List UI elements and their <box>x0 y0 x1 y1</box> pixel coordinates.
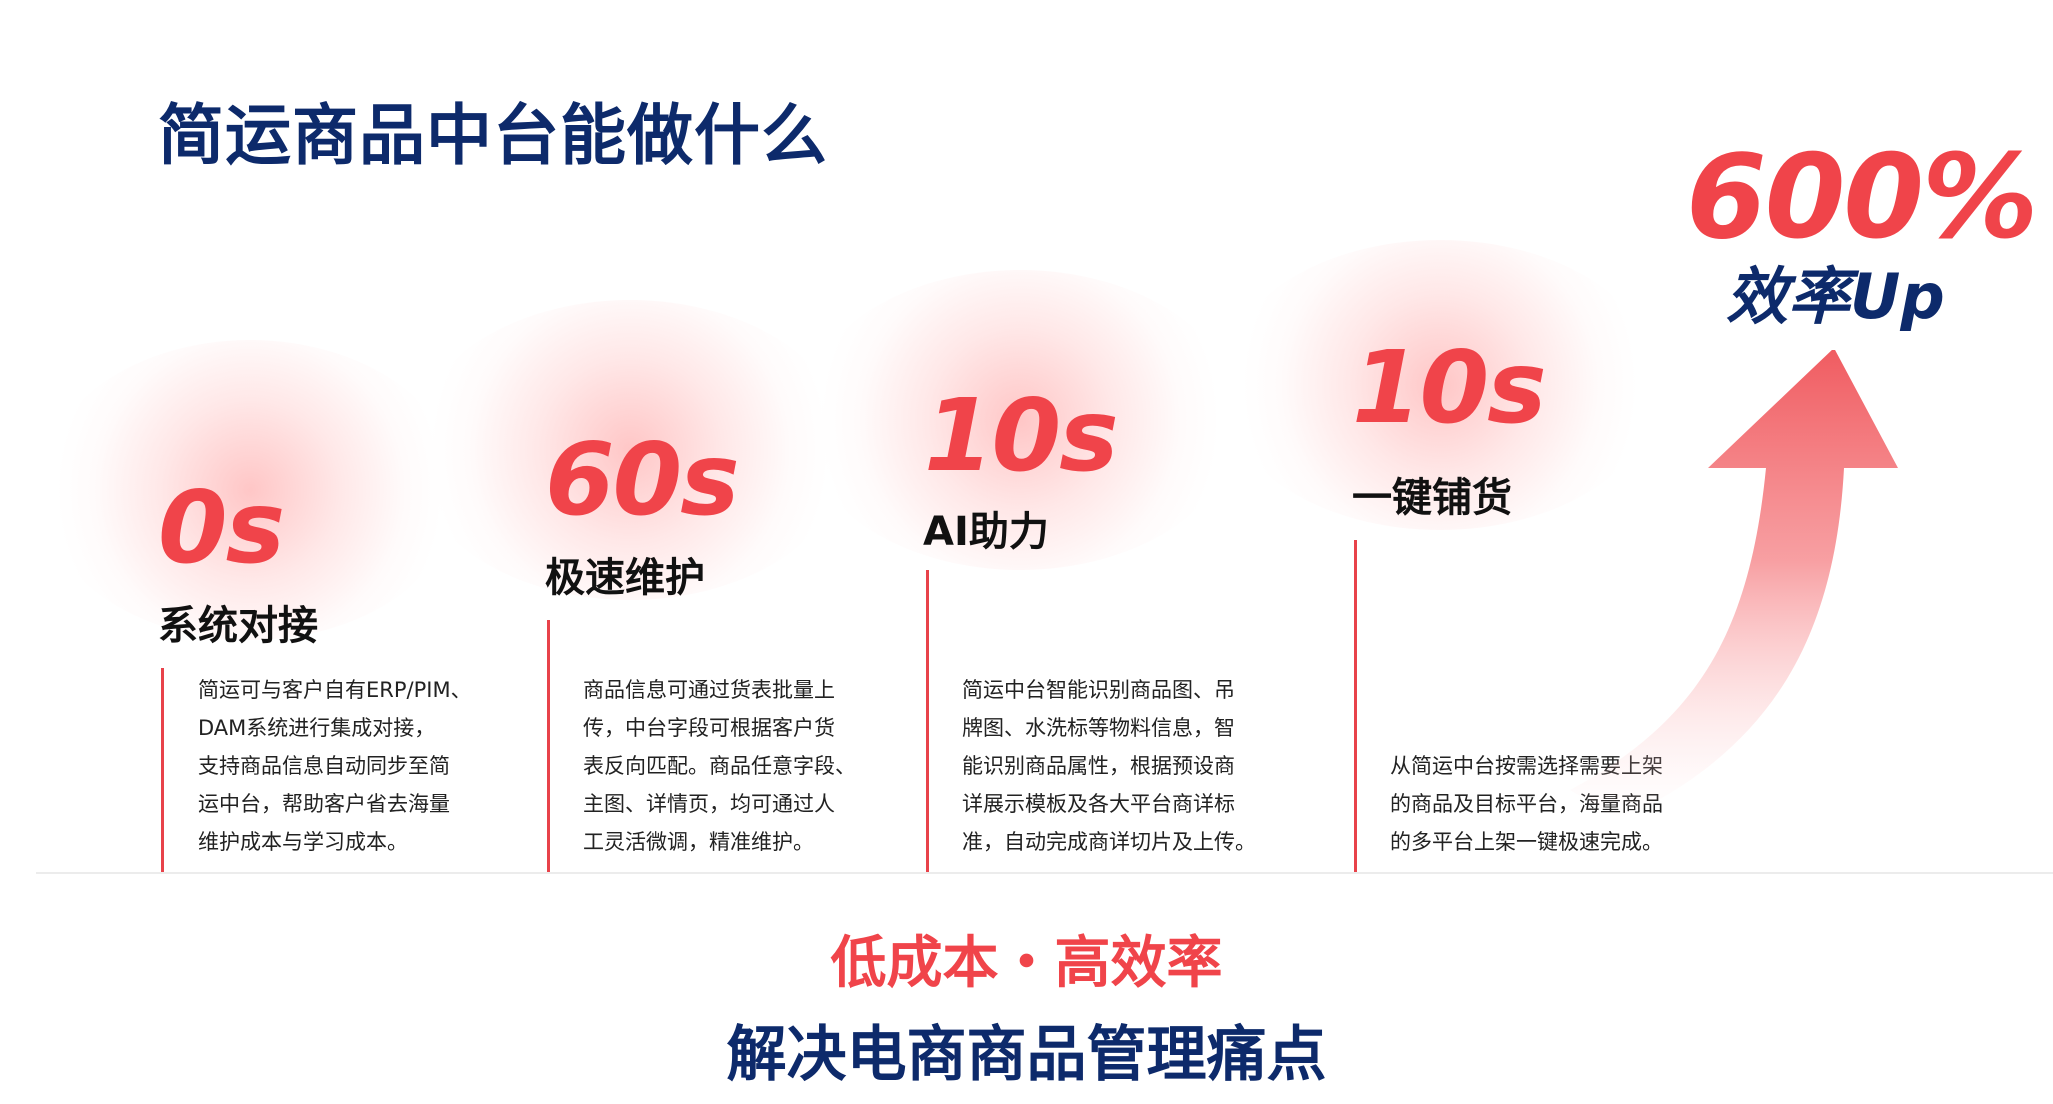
step-2-title: 极速维护 <box>545 555 705 601</box>
step-3-title: AI助力 <box>923 509 1049 555</box>
step-4-stat: 10s <box>1352 329 1547 446</box>
step-4-divider <box>1354 540 1357 872</box>
timeline-baseline <box>36 872 2053 874</box>
step-1-title: 系统对接 <box>158 603 318 649</box>
step-1-divider <box>161 668 164 872</box>
step-3-divider <box>926 570 929 872</box>
efficiency-percent: 600% <box>1686 130 2038 265</box>
up-arrow-icon <box>1570 350 1898 820</box>
step-2-description: 商品信息可通过货表批量上 传，中台字段可根据客户货 表反向匹配。商品任意字段、 … <box>583 678 856 854</box>
efficiency-label: 效率Up <box>1726 260 1945 333</box>
step-2-stat: 60s <box>545 421 740 538</box>
step-1-stat: 0s <box>158 469 285 586</box>
slogan-line-1: 低成本・高效率 <box>830 931 1223 996</box>
step-4-title: 一键铺货 <box>1352 475 1512 521</box>
page-title: 简运商品中台能做什么 <box>158 97 828 174</box>
step-3-description: 简运中台智能识别商品图、吊 牌图、水洗标等物料信息，智 能识别商品属性，根据预设… <box>962 678 1256 854</box>
slogan-line-2: 解决电商商品管理痛点 <box>726 1020 1327 1090</box>
step-3-stat: 10s <box>924 377 1119 494</box>
step-1-description: 简运可与客户自有ERP/PIM、 DAM系统进行集成对接， 支持商品信息自动同步… <box>198 678 472 854</box>
step-2-divider <box>547 620 550 872</box>
